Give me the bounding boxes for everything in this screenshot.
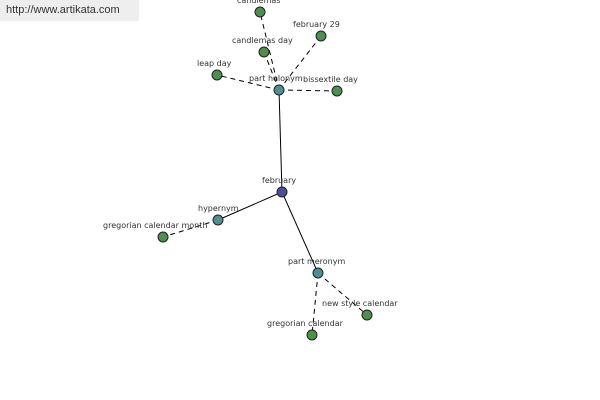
edge-hypernym-to-gregorian-calendar-month — [162, 219, 219, 238]
node-label-candlemas-day: candlemas day — [232, 36, 293, 45]
node-label-part-meronym: part meronym — [288, 257, 345, 266]
node-label-hypernym: hypernym — [198, 204, 239, 213]
node-label-february: february — [262, 176, 296, 185]
nodes-layer — [157, 6, 373, 341]
node-part-meronym[interactable] — [312, 267, 324, 279]
node-label-bissextile-day: bissextile day — [303, 75, 358, 84]
edge-part-holonym-to-bissextile-day — [278, 89, 338, 92]
edges-layer — [162, 11, 368, 336]
edge-part-meronym-to-gregorian-calendar — [311, 272, 319, 336]
node-label-leap-day: leap day — [197, 59, 232, 68]
node-part-holonym[interactable] — [273, 84, 285, 96]
node-february-29[interactable] — [315, 30, 327, 42]
labels-layer: february part holonym hypernym part meronym… — [103, 0, 398, 328]
edge-part-holonym-to-leap-day — [216, 74, 280, 91]
node-bissextile-day[interactable] — [331, 85, 343, 97]
node-gregorian-calendar-month[interactable] — [157, 231, 169, 243]
node-label-part-holonym: part holonym — [249, 74, 303, 83]
watermark-url: http://www.artikata.com — [0, 0, 139, 21]
node-label-gregorian-calendar-month: gregorian calendar month — [103, 221, 207, 230]
node-leap-day[interactable] — [211, 69, 223, 81]
node-hypernym[interactable] — [212, 214, 224, 226]
node-new-style-calendar[interactable] — [361, 309, 373, 321]
edge-part-holonym-to-candlemas — [259, 11, 280, 91]
node-gregorian-calendar[interactable] — [306, 329, 318, 341]
edge-part-holonym-to-candlemas-day — [263, 51, 280, 91]
edge-february-to-part-meronym — [281, 191, 319, 274]
node-label-new-style-calendar: new style calendar — [322, 299, 398, 308]
node-february[interactable] — [276, 186, 288, 198]
node-label-february-29: february 29 — [293, 20, 340, 29]
edge-part-meronym-to-new-style-calendar — [317, 272, 368, 316]
edge-february-to-part-holonym — [278, 89, 283, 193]
node-candlemas-day[interactable] — [258, 46, 270, 58]
node-label-candlemas: candlemas — [237, 0, 280, 5]
edge-february-to-hypernym — [217, 191, 283, 221]
edge-part-holonym-to-february-29 — [278, 35, 322, 91]
node-label-gregorian-calendar: gregorian calendar — [267, 319, 344, 328]
node-candlemas[interactable] — [254, 6, 266, 18]
